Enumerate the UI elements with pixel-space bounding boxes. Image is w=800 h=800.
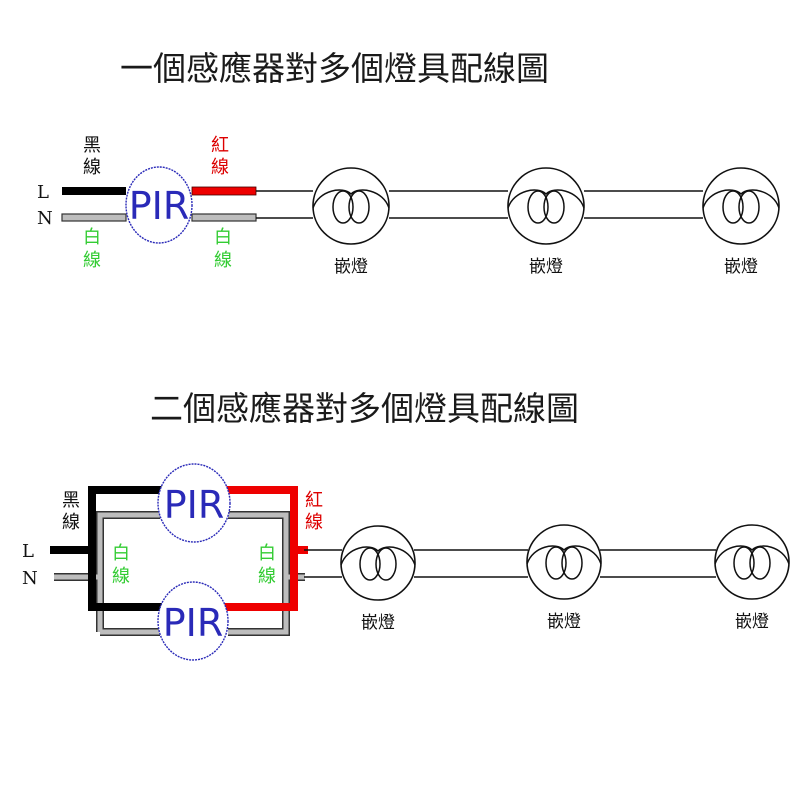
lamp-filament-arc (340, 546, 416, 566)
red-wire-label-2: 線 (211, 157, 229, 178)
terminal-l-label: L (37, 182, 49, 203)
lamp-filament-loop (527, 190, 549, 224)
black-wire-label-2: 線 (62, 512, 80, 533)
red-wire-label-1: 紅 (305, 490, 323, 511)
lamp-filament-loop (561, 546, 583, 580)
lamp-outer-circle (340, 525, 416, 601)
lamp-filament-arc (312, 189, 390, 209)
lamp-filament-arc (507, 189, 585, 209)
lamp-filament-arc (526, 545, 602, 565)
black-wire-label-1: 黑 (62, 490, 80, 511)
lamp-label: 嵌燈 (361, 613, 395, 633)
red-wire (191, 186, 257, 196)
lamp-outer-circle (507, 167, 585, 245)
diagram-two-sensors: 二個感應器對多個燈具配線圖 L N 黑 線 紅 線 白 線 白 線 PIR PI… (22, 389, 790, 661)
lamp-filament-loop (722, 190, 744, 224)
lamp-feed-wires (256, 190, 703, 219)
lamp-filament-arc (702, 189, 780, 209)
lamp-filament-arc (714, 545, 790, 565)
lamp-filament-loop (543, 190, 565, 224)
pir-sensor-top: PIR (157, 463, 231, 543)
white-wire-in-label-1: 白 (112, 543, 130, 564)
diagram-one-sensor: 一個感應器對多個燈具配線圖 L N 黑 線 紅 線 白 線 白 線 PIR (37, 49, 780, 277)
diagram2-title: 二個感應器對多個燈具配線圖 (150, 389, 579, 428)
lamp-label: 嵌燈 (334, 257, 368, 277)
terminal-n-label: N (37, 208, 53, 229)
recessed-lamp: 嵌燈 (340, 525, 416, 633)
terminal-n-label: N (22, 568, 38, 589)
pir-label: PIR (164, 483, 225, 527)
pir-label: PIR (129, 184, 190, 228)
white-wire-out-label-1: 白 (214, 227, 232, 248)
red-wire-label-2: 線 (305, 512, 323, 533)
black-wire (62, 187, 126, 195)
white-wire-out-label-2: 線 (258, 566, 276, 587)
recessed-lamp: 嵌燈 (507, 167, 585, 277)
lamp-filament-loop (749, 546, 771, 580)
lamp-filament-loop (359, 547, 381, 581)
red-wire-network (224, 486, 308, 611)
lamp-outer-circle (526, 524, 602, 600)
terminal-l-label: L (22, 541, 34, 562)
lamp-filament-loop (733, 546, 755, 580)
recessed-lamp: 嵌燈 (312, 167, 390, 277)
lamp-outer-circle (714, 524, 790, 600)
lamp-filament-loop (348, 190, 370, 224)
lamp-label: 嵌燈 (547, 612, 581, 632)
lamp-outer-circle (312, 167, 390, 245)
pir-label: PIR (163, 601, 224, 645)
recessed-lamp: 嵌燈 (702, 167, 780, 277)
white-wire-in-label-1: 白 (83, 227, 101, 248)
red-wire-label-1: 紅 (211, 135, 229, 156)
white-wire-in-label-2: 線 (112, 566, 130, 587)
black-wire-label-2: 線 (83, 157, 101, 178)
lamp-filament-loop (375, 547, 397, 581)
black-wire-label-1: 黑 (83, 135, 101, 156)
black-wire-network (50, 486, 164, 611)
lamp-filament-loop (545, 546, 567, 580)
pir-sensor-bottom: PIR (157, 581, 229, 661)
lamp-label: 嵌燈 (724, 257, 758, 277)
lamp-feed-wires (304, 549, 716, 578)
pir-sensor: PIR (125, 166, 193, 244)
white-wire-out-label-2: 線 (214, 250, 232, 271)
lamp-outer-circle (702, 167, 780, 245)
lamp-label: 嵌燈 (529, 257, 563, 277)
diagram1-title: 一個感應器對多個燈具配線圖 (120, 49, 549, 88)
recessed-lamp: 嵌燈 (714, 524, 790, 632)
white-wire-in (61, 213, 127, 222)
lamp-label: 嵌燈 (735, 612, 769, 632)
white-wire-network (54, 511, 305, 636)
white-wire-in-label-2: 線 (83, 250, 101, 271)
white-wire-out-label-1: 白 (258, 543, 276, 564)
recessed-lamp: 嵌燈 (526, 524, 602, 632)
lamp-filament-loop (738, 190, 760, 224)
lamp-filament-loop (332, 190, 354, 224)
white-wire-out (191, 213, 257, 222)
